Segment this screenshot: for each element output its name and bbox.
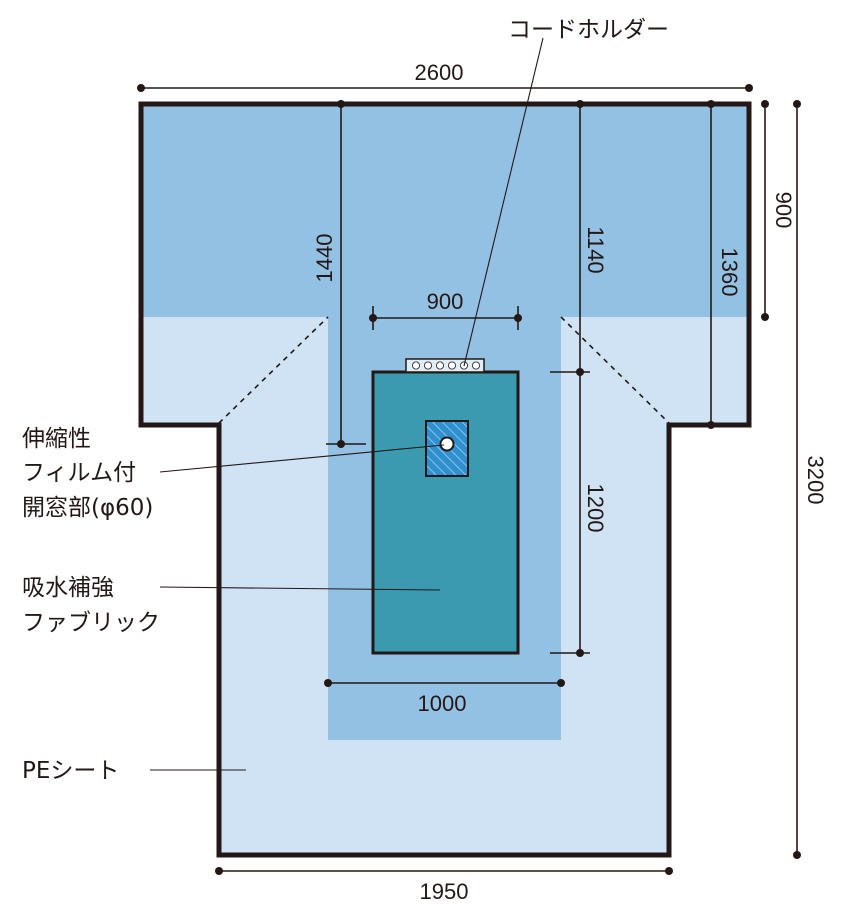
dim-top-to-window-label: 1440 — [312, 234, 337, 283]
film-window — [425, 420, 469, 477]
dim-top-band-height — [761, 100, 769, 321]
cord-holder-leader — [463, 37, 544, 367]
dim-total-height-label: 3200 — [803, 456, 828, 505]
pe-sheet-label: PEシート — [22, 758, 119, 784]
window-label-line2: フィルム付 — [22, 460, 136, 486]
window-label-line1: 伸縮性 — [22, 426, 91, 452]
window-opening — [439, 436, 455, 452]
dim-top-to-window — [326, 100, 366, 448]
drape-outline — [138, 101, 752, 858]
dim-center-band-width-label: 1000 — [418, 691, 467, 716]
window-label-line3: 開窓部(φ60) — [22, 495, 153, 521]
dim-top-width — [137, 84, 753, 92]
dim-shoulder-height-label: 1360 — [717, 248, 742, 297]
dim-center-band-width — [324, 679, 565, 687]
reinforced-fabric — [371, 370, 520, 655]
dim-total-height — [793, 100, 801, 859]
dim-bottom-width-label: 1950 — [420, 879, 469, 904]
top-band — [141, 104, 749, 317]
fabric-leader — [159, 586, 441, 591]
dim-fabric-width — [369, 306, 522, 330]
cord-holder — [405, 358, 485, 373]
dim-top-band-height-label: 900 — [771, 192, 796, 229]
dim-top-to-fabric-label: 1140 — [583, 226, 608, 273]
dim-fabric-width-label: 900 — [427, 289, 464, 314]
dim-fabric-height — [550, 372, 590, 657]
dim-top-to-fabric — [550, 100, 590, 376]
dim-fabric-height-label: 1200 — [583, 484, 608, 533]
fabric-label-line1: 吸水補強 — [22, 575, 114, 601]
dim-shoulder-height — [707, 100, 715, 429]
fabric-label-line2: ファブリック — [22, 610, 160, 636]
cord-holder-label: コードホルダー — [508, 17, 669, 43]
window-leader — [159, 444, 445, 473]
dim-bottom-width — [215, 867, 673, 875]
dim-top-width-label: 2600 — [415, 60, 464, 85]
